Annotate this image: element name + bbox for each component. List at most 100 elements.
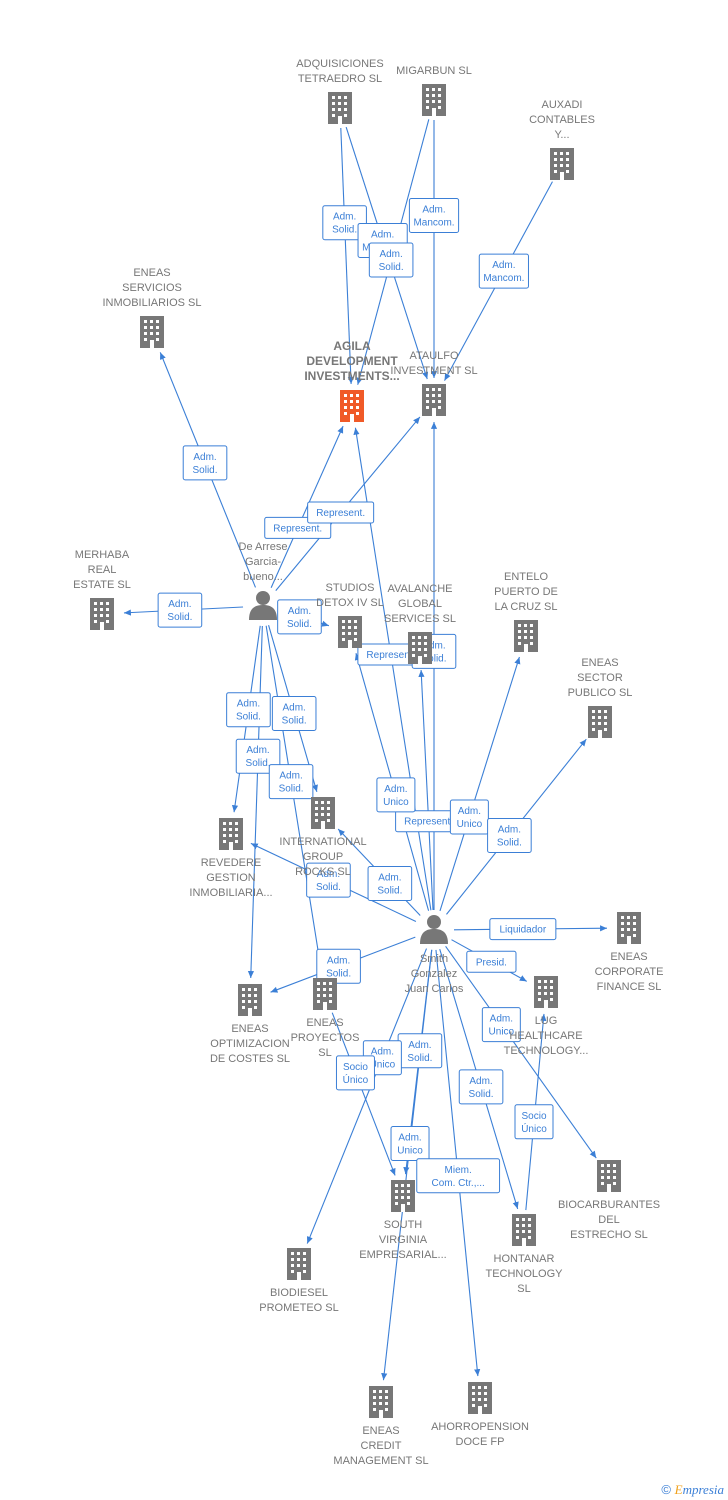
edge-label-box <box>182 445 228 481</box>
node-dearrese[interactable]: De ArreseGarcia-bueno... <box>239 541 288 620</box>
edge-label-smith-to-studios[interactable]: Adm. Unico <box>376 777 416 813</box>
node-migarbun[interactable]: MIGARBUN SL <box>396 65 472 116</box>
node-label: ENEAS <box>610 951 647 963</box>
node-revedere[interactable]: REVEDEREGESTIONINMOBILIARIA... <box>189 818 273 899</box>
edge-label-dearrese-to-international[interactable]: Adm.Solid. <box>271 696 317 732</box>
node-label: STUDIOS <box>326 582 375 594</box>
node-label: REAL <box>88 564 117 576</box>
node-lug[interactable]: LUGHEALTHCARETECHNOLOGY... <box>504 976 589 1057</box>
edge-label-text: Solid. <box>469 1089 494 1100</box>
node-label: INVESTMENT SL <box>390 365 477 377</box>
building-icon <box>90 598 114 630</box>
edge-label-text: Adm. <box>246 745 269 756</box>
edge-label-box <box>376 777 416 813</box>
edge-label-dearrese-to-studios[interactable]: Adm.Solid. <box>277 599 322 635</box>
edge-label-smith-to-eneas_sector[interactable]: Adm.Solid. <box>487 818 532 854</box>
edge-label-dearrese-to-ataulfo[interactable]: Represent. <box>307 501 375 524</box>
node-auxadi[interactable]: AUXADICONTABLESY... <box>529 99 595 180</box>
node-label: ESTATE SL <box>73 579 131 591</box>
edge-label-migarbun-to-agila[interactable]: Adm.Solid. <box>368 242 414 278</box>
edge-label-migarbun-to-ataulfo[interactable]: Adm.Mancom. <box>408 197 460 233</box>
node-label: ENEAS <box>362 1425 399 1437</box>
edge-label-text: Solid. <box>332 225 357 236</box>
edge-label-smith-to-hontanar[interactable]: Adm.Solid. <box>458 1069 504 1105</box>
node-label: DEL <box>598 1214 619 1226</box>
edge-label-dearrese-to-eneas_optimizacion[interactable]: Adm.Solid. <box>235 738 281 774</box>
edge-label-text: Unico <box>457 819 483 830</box>
edge-label-smith-to-eneas_credit[interactable]: Adm.Unico <box>390 1125 430 1161</box>
edge-label-text: Adm. <box>498 825 521 836</box>
edge-label-text: Adm. <box>398 1132 421 1143</box>
edge-label-smith-to-eneas_optimizacion[interactable]: Adm.Solid. <box>316 948 361 984</box>
edge-label-box <box>489 918 557 941</box>
edge-label-text: Solid. <box>421 653 446 664</box>
edge-label-box <box>367 865 413 901</box>
edge-label-text: Socio <box>343 1062 368 1073</box>
edge-label-text: Único <box>343 1073 369 1086</box>
edge-label-text: Adm. <box>378 872 401 883</box>
edge-label-adquisiciones-to-agila[interactable]: Adm.Solid. <box>322 205 367 241</box>
edge-label-text: Adm. <box>371 1047 394 1058</box>
building-icon <box>597 1160 621 1192</box>
edge-label-box <box>481 1007 521 1043</box>
edge-smith-to-biocarburantes <box>445 945 597 1159</box>
node-label: HEALTHCARE <box>509 1030 582 1042</box>
edge-label-smith-to-revedere[interactable]: Adm.Solid. <box>306 862 351 898</box>
edge-smith-to-biodiesel <box>306 948 428 1244</box>
edge-label-smith-to-biocarburantes[interactable]: Adm.Unico <box>481 1007 521 1043</box>
edge-label-text: Adm. <box>282 703 305 714</box>
brand-logo[interactable]: Empresia <box>674 1482 724 1497</box>
edge-label-dearrese-to-eneas_proyectos[interactable]: Adm.Solid. <box>268 764 314 800</box>
edge-label-text: Adm. <box>317 869 340 880</box>
edge-label-text: Solid. <box>193 465 218 476</box>
building-icon <box>338 616 362 648</box>
edge-label-smith-to-eneas_corporate[interactable]: Liquidador <box>489 918 557 941</box>
edge-label-smith-to-lug[interactable]: Presid. <box>466 950 517 973</box>
edge-label-text: Unico <box>489 1027 515 1038</box>
node-label: DE COSTES SL <box>210 1053 290 1065</box>
edge-label-dearrese-to-merhaba[interactable]: Adm.Solid. <box>157 592 203 628</box>
edge-label-text: Represent. <box>366 650 415 661</box>
edge-label-smith-to-south[interactable]: Adm.Solid. <box>397 1033 443 1069</box>
edge-label-auxadi-to-ataulfo[interactable]: Adm.Mancom. <box>478 253 529 289</box>
edge-label-smith-to-entelo[interactable]: Adm.Unico <box>449 799 489 835</box>
edge-label-dearrese-to-eneas_servicios[interactable]: Adm.Solid. <box>182 445 228 481</box>
node-label: BIODIESEL <box>270 1287 328 1299</box>
edge-label-box <box>390 1125 430 1161</box>
edge-label-dearrese-to-revedere[interactable]: Adm.Solid. <box>226 692 271 728</box>
edge-label-smith-to-international[interactable]: Adm.Solid. <box>367 865 413 901</box>
node-label: LA CRUZ SL <box>495 601 558 613</box>
edge-label-box <box>458 1069 504 1105</box>
edge-label-text: Adm. <box>279 771 302 782</box>
edge-label-text: Adm. <box>384 784 407 795</box>
building-icon <box>287 1248 311 1280</box>
node-agila[interactable]: AGILADEVELOPMENTINVESTMENTS... <box>304 339 400 422</box>
edge-label-text: Socio <box>521 1111 546 1122</box>
node-label: Garcia- <box>245 556 281 568</box>
node-south[interactable]: SOUTHVIRGINIAEMPRESARIAL... <box>359 1180 447 1261</box>
edge-label-smith-to-ahorropension[interactable]: Miem.Com. Ctr.,... <box>416 1158 501 1194</box>
building-icon <box>514 620 538 652</box>
node-label: AGILA <box>333 339 371 353</box>
edge-label-text: Unico <box>383 797 409 808</box>
